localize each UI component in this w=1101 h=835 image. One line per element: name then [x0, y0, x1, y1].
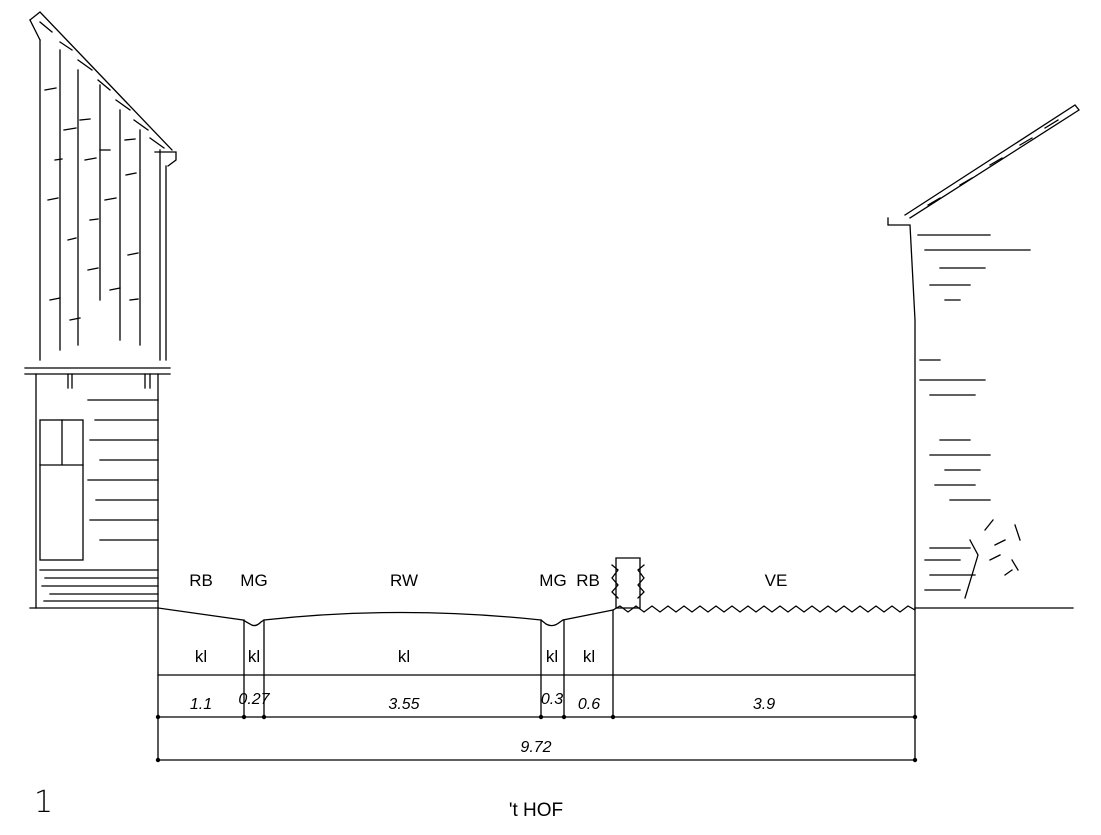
width-ve: 3.9: [753, 696, 775, 713]
zone-code-mg-right: MG: [539, 571, 566, 590]
right-building: [887, 104, 1080, 609]
road-profile: [157, 607, 614, 627]
width-rb-right: 0.6: [578, 696, 600, 713]
width-rw: 3.55: [388, 696, 419, 713]
street-name-title: 't HOF: [509, 800, 563, 821]
section-number: 1: [34, 785, 53, 820]
pillar: [611, 557, 645, 609]
zone-code-rb-right: RB: [576, 571, 600, 590]
zone-code-rw: RW: [390, 571, 418, 590]
zone-code-ve: VE: [765, 571, 788, 590]
material-rb-left: kl: [195, 647, 207, 666]
dimension-ticks: [155, 714, 918, 763]
dimension-frame: [157, 607, 916, 761]
width-mg-left: 0.27: [238, 691, 270, 708]
zone-code-mg-left: MG: [240, 571, 267, 590]
material-rb-right: kl: [583, 647, 595, 666]
material-mg-left: kl: [248, 647, 260, 666]
width-mg-right: 0.3: [541, 691, 563, 708]
total-width: 9.72: [520, 739, 551, 756]
material-rw: kl: [398, 647, 410, 666]
width-rb-left: 1.1: [190, 696, 212, 713]
left-building: [24, 11, 177, 609]
verge-zigzag: [612, 605, 916, 613]
zone-code-rb-left: RB: [189, 571, 213, 590]
material-mg-right: kl: [546, 647, 558, 666]
